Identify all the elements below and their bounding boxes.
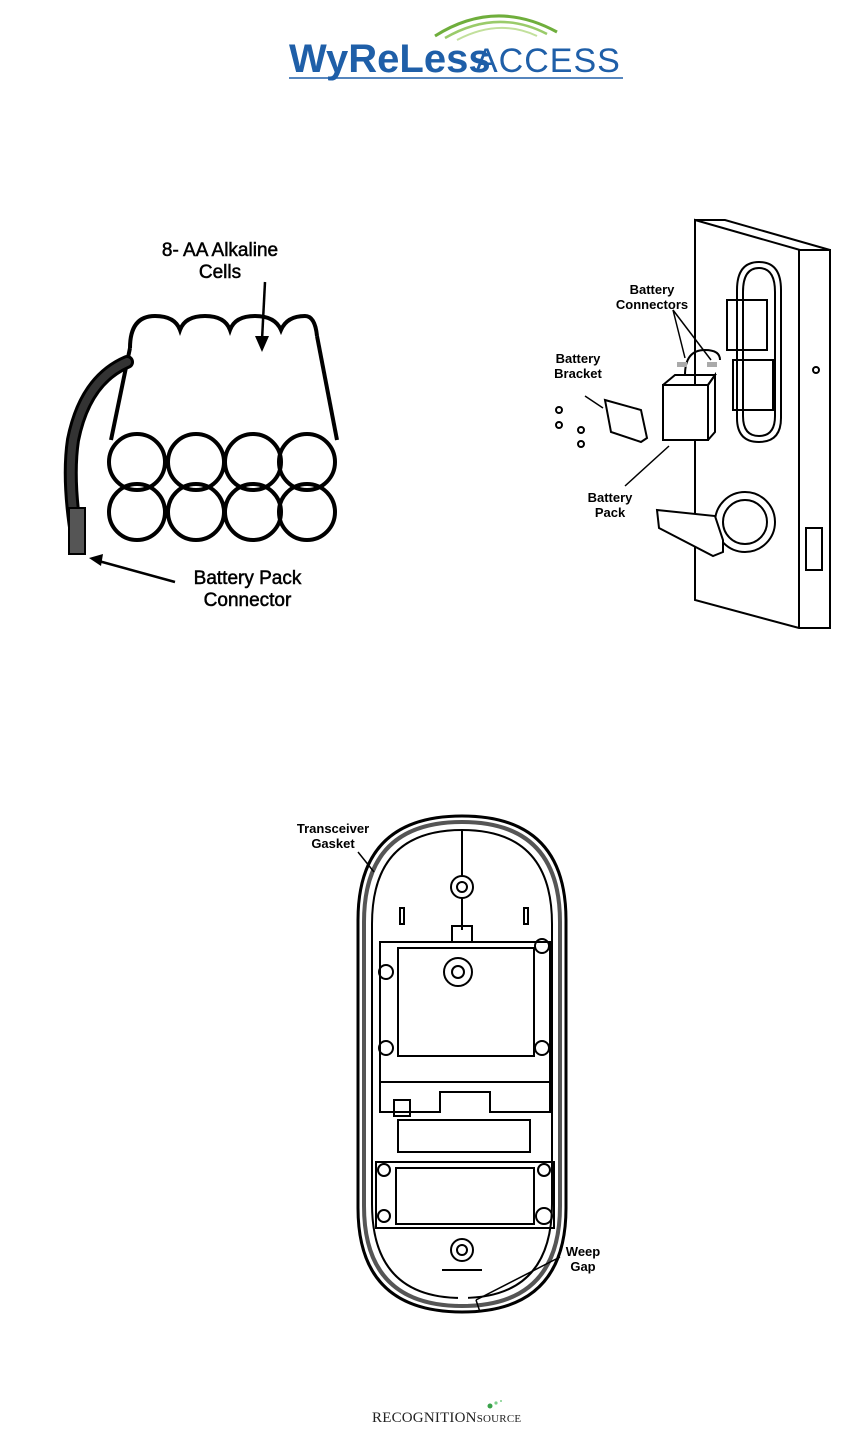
- cells-label: 8- AA Alkaline Cells: [145, 240, 295, 284]
- footer-brand-small: SOURCE: [477, 1413, 522, 1425]
- battery-bracket-label: Battery Bracket: [548, 352, 608, 382]
- battery-pack-label: Battery Pack: [582, 491, 638, 521]
- transceiver-gasket-label: Transceiver Gasket: [288, 822, 378, 852]
- wyreless-access-logo: WyReLess ACCESS: [285, 6, 630, 88]
- transceiver-gasket-diagram: [290, 812, 635, 1317]
- battery-pack-diagram: [55, 240, 345, 620]
- battery-connectors-label: Battery Connectors: [612, 283, 692, 313]
- connector-label: Battery Pack Connector: [175, 568, 320, 612]
- weep-gap-label: Weep Gap: [560, 1245, 606, 1275]
- logo-access-text: ACCESS: [475, 42, 621, 80]
- lock-battery-install-diagram: [545, 210, 843, 640]
- recognition-source-logo: RECOGNITIONSOURCE: [372, 1410, 521, 1427]
- connector-plug-icon: [69, 508, 85, 554]
- footer-brand-main: RECOGNITION: [372, 1410, 477, 1426]
- logo-wyreless-text: WyReLess: [289, 37, 491, 81]
